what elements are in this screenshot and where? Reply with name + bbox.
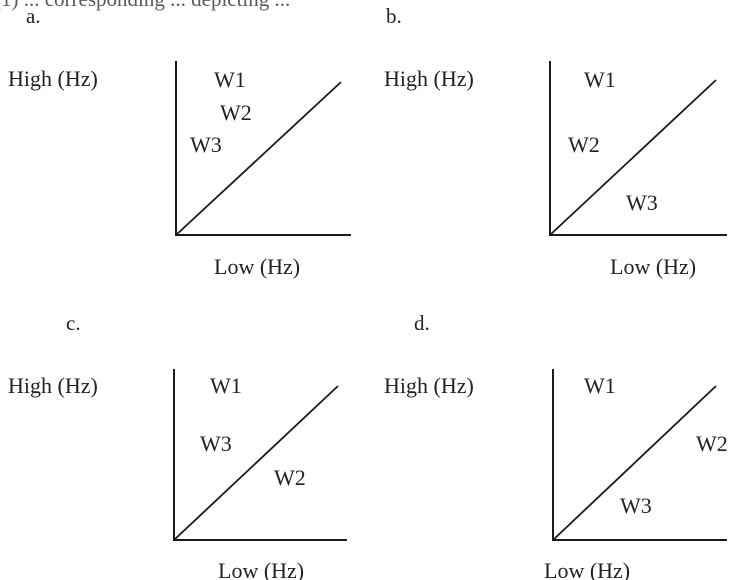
panel-a-y-label: High (Hz) [8,66,98,91]
panel-d-region-w1: W1 [584,373,616,398]
panel-b-diagonal [549,79,717,236]
header-fragment: (1) ... corresponding ... depicting ... [0,0,290,11]
panel-a: a. High (Hz) W1 W2 W3 Low (Hz) [8,4,351,279]
panel-c-region-w1: W1 [210,373,242,398]
panel-a-x-label: Low (Hz) [214,254,300,279]
panel-d: d. High (Hz) W1 W2 W3 Low (Hz) [384,311,728,580]
panel-letter-a: a. [26,4,41,28]
panel-d-x-label: Low (Hz) [544,558,630,580]
panel-b: b. High (Hz) W1 W2 W3 Low (Hz) [384,4,727,279]
panel-d-region-w3: W3 [620,493,652,518]
panel-b-y-label: High (Hz) [384,66,474,91]
panel-b-x-label: Low (Hz) [610,254,696,279]
panel-b-region-w2: W2 [568,132,600,157]
panel-c-region-w3: W3 [200,431,232,456]
panel-c: c. High (Hz) W1 W3 W2 Low (Hz) [8,311,347,580]
panel-c-diagonal [173,385,339,541]
panel-a-region-w3: W3 [190,132,222,157]
panel-d-y-label: High (Hz) [384,373,474,398]
panel-c-y-label: High (Hz) [8,373,98,398]
panel-a-region-w2: W2 [220,100,252,125]
panel-d-region-w2: W2 [696,431,728,456]
panel-b-region-w1: W1 [584,67,616,92]
panel-d-diagonal [552,385,717,541]
panel-letter-b: b. [386,4,402,28]
panel-a-diagonal [175,81,342,236]
panel-c-region-w2: W2 [274,465,306,490]
panel-a-region-w1: W1 [214,67,246,92]
panel-b-region-w3: W3 [626,190,658,215]
panel-c-x-label: Low (Hz) [218,558,304,580]
panel-letter-d: d. [414,311,430,335]
panel-letter-c: c. [66,311,81,335]
